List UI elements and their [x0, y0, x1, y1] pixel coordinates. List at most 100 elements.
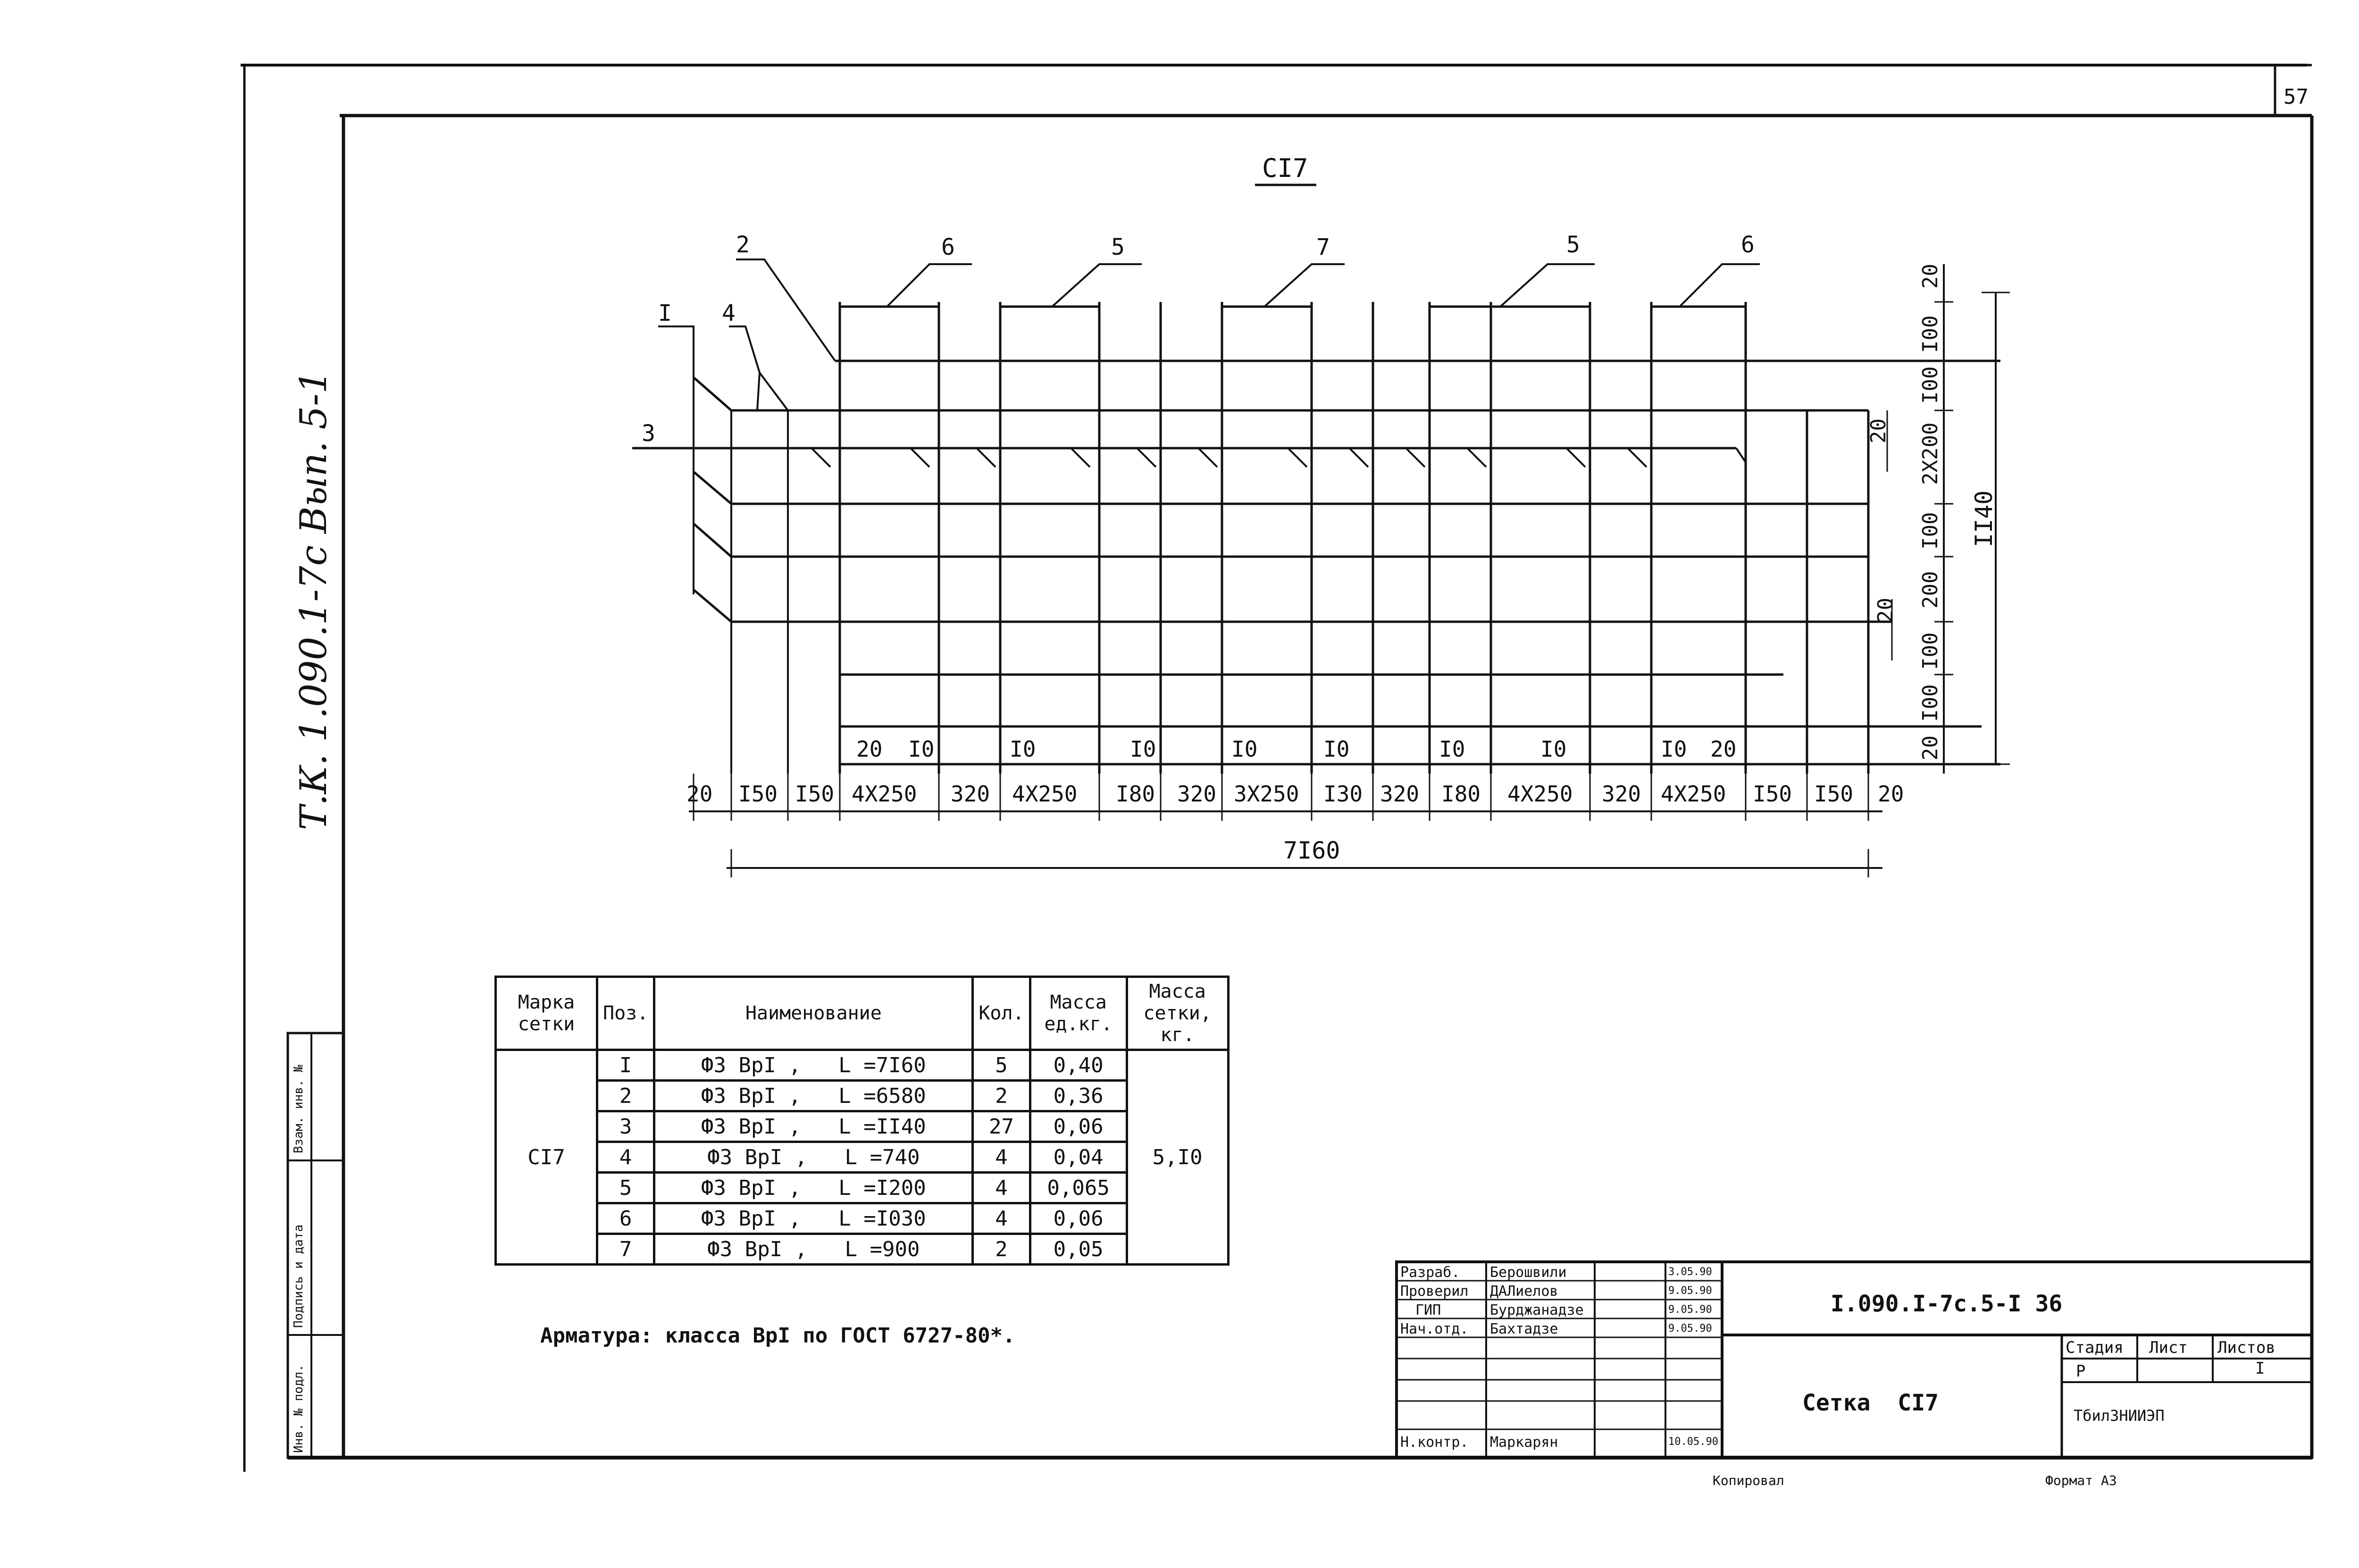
- side-col-inv: Инв. № подл.: [292, 1364, 306, 1453]
- mark-cell: CI7: [494, 1049, 598, 1266]
- hdr-mass-unit: Масса ед.кг.: [1029, 976, 1128, 1051]
- tb-name-1: ДАЛиелов: [1490, 1283, 1558, 1300]
- dim-16: I50: [1814, 781, 1854, 807]
- subdim-0: 20: [856, 736, 883, 762]
- callout-5b: 5: [1566, 232, 1580, 258]
- dim-17: 20: [1878, 781, 1904, 807]
- tb-code: I.090.I-7c.5-I 36: [1831, 1291, 2063, 1317]
- rdim-5: 200: [1918, 571, 1942, 609]
- tb-date-1: 9.05.90: [1668, 1285, 1712, 1297]
- dim-6: I80: [1116, 781, 1155, 807]
- tb-role-0: Разраб.: [1400, 1264, 1460, 1281]
- tb-stage-label: Стадия: [2066, 1338, 2124, 1357]
- pos-cell: 3: [595, 1110, 656, 1143]
- hdr-mark: Марка сетки: [494, 976, 598, 1051]
- pos-cell: 5: [595, 1171, 656, 1204]
- format-label: Формат А3: [2045, 1473, 2117, 1488]
- tb-date-3: 9.05.90: [1668, 1323, 1712, 1334]
- tb-role-2: ГИП: [1415, 1302, 1441, 1318]
- subdim-2: I0: [1010, 736, 1036, 762]
- subdim-7: I0: [1540, 736, 1567, 762]
- subdim-8: I0: [1661, 736, 1687, 762]
- dim-10: 320: [1380, 781, 1420, 807]
- name-cell: Ф3 ВрI , L =900: [653, 1233, 974, 1266]
- hdr-mass-total: Масса сетки, кг.: [1125, 976, 1230, 1051]
- tb-date-2: 9.05.90: [1668, 1304, 1712, 1316]
- callout-6b: 6: [1741, 232, 1755, 258]
- dim-15: I50: [1753, 781, 1792, 807]
- rdim-3: 2X200: [1918, 422, 1942, 485]
- dim-14: 4X250: [1661, 781, 1726, 807]
- series-note: Т.К. 1.090.1-7с Вып. 5-1: [293, 370, 335, 830]
- tb-sheet-name: Сетка CI7: [1802, 1390, 1939, 1416]
- tb-name-0: Берошвили: [1490, 1264, 1567, 1281]
- subdim-4: I0: [1231, 736, 1258, 762]
- rdim-7: I00: [1918, 684, 1942, 722]
- mass-cell: 0,06: [1029, 1110, 1128, 1143]
- dim-8: 3X250: [1234, 781, 1299, 807]
- tb-sheet-label: Лист: [2149, 1338, 2188, 1357]
- dim-13: 320: [1602, 781, 1641, 807]
- side-col-sign: Подпись и дата: [292, 1224, 306, 1328]
- hdr-pos: Поз.: [595, 976, 656, 1051]
- callout-2: 2: [736, 232, 750, 258]
- callout-5a: 5: [1111, 234, 1125, 260]
- dim-12: 4X250: [1507, 781, 1573, 807]
- inner-rdim-0: 20: [1866, 418, 1891, 443]
- tb-date-0: 3.05.90: [1668, 1266, 1712, 1278]
- mass-cell: 0,065: [1029, 1171, 1128, 1204]
- tb-org: ТбилЗНИИЭП: [2074, 1407, 2165, 1425]
- dim-3: 4X250: [852, 781, 917, 807]
- spec-header-row: Марка сетки Поз. Наименование Кол. Масса…: [494, 976, 1230, 1051]
- rdim-2: I00: [1918, 366, 1942, 404]
- table-row: 6 Ф3 ВрI , L =I030 4 0,06: [496, 1202, 1229, 1235]
- dim-2: I50: [795, 781, 835, 807]
- spec-table: Марка сетки Поз. Наименование Кол. Масса…: [494, 976, 1230, 1266]
- qty-cell: 2: [971, 1079, 1031, 1112]
- qty-cell: 5: [971, 1049, 1031, 1082]
- name-cell: Ф3 ВрI , L =7I60: [653, 1049, 974, 1082]
- mass-cell: 0,05: [1029, 1233, 1128, 1266]
- rdim-0: 20: [1918, 264, 1942, 289]
- subdim-5: I0: [1323, 736, 1350, 762]
- subdim-9: 20: [1710, 736, 1737, 762]
- tb-role-3: Нач.отд.: [1400, 1321, 1469, 1337]
- rdim-4: I00: [1918, 512, 1942, 550]
- qty-cell: 4: [971, 1202, 1031, 1235]
- qty-cell: 2: [971, 1233, 1031, 1266]
- qty-cell: 4: [971, 1171, 1031, 1204]
- tb-name-2: Бурджанадзе: [1490, 1302, 1584, 1318]
- subdim-6: I0: [1439, 736, 1465, 762]
- dim-1: I50: [738, 781, 778, 807]
- table-row: 7 Ф3 ВрI , L =900 2 0,05: [496, 1233, 1229, 1266]
- drawing-title: CI7: [1262, 153, 1308, 183]
- rdim-6: I00: [1918, 632, 1942, 670]
- callout-3: 3: [642, 420, 655, 447]
- hdr-qty: Кол.: [971, 976, 1031, 1051]
- side-col-replace: Взам. инв. №: [292, 1065, 306, 1153]
- copied-label: Копировал: [1713, 1473, 1784, 1488]
- tb-sheets: I: [2255, 1359, 2265, 1378]
- dim-11: I80: [1441, 781, 1481, 807]
- pos-cell: 2: [595, 1079, 656, 1112]
- reinforcement-note: Арматура: класса ВрI по ГОСТ 6727-80*.: [540, 1324, 1015, 1348]
- mass-total-cell: 5,I0: [1125, 1049, 1230, 1266]
- mass-cell: 0,40: [1029, 1049, 1128, 1082]
- qty-cell: 4: [971, 1141, 1031, 1174]
- name-cell: Ф3 ВрI , L =6580: [653, 1079, 974, 1112]
- mass-cell: 0,04: [1029, 1141, 1128, 1174]
- tb-name-6: Маркарян: [1490, 1434, 1558, 1451]
- tb-name-3: Бахтадзе: [1490, 1321, 1558, 1337]
- name-cell: Ф3 ВрI , L =I200: [653, 1171, 974, 1204]
- tb-role-6: Н.контр.: [1400, 1434, 1469, 1451]
- rdim-1: I00: [1918, 315, 1942, 353]
- mass-cell: 0,36: [1029, 1079, 1128, 1112]
- dim-9: I30: [1323, 781, 1363, 807]
- callout-6a: 6: [941, 234, 955, 260]
- tb-sheets-label: Листов: [2217, 1338, 2275, 1357]
- sheet-number: 57: [2284, 85, 2309, 109]
- table-row: 5 Ф3 ВрI , L =I200 4 0,065: [496, 1171, 1229, 1204]
- total-length: 7I60: [1283, 837, 1340, 864]
- callout-7: 7: [1316, 234, 1330, 260]
